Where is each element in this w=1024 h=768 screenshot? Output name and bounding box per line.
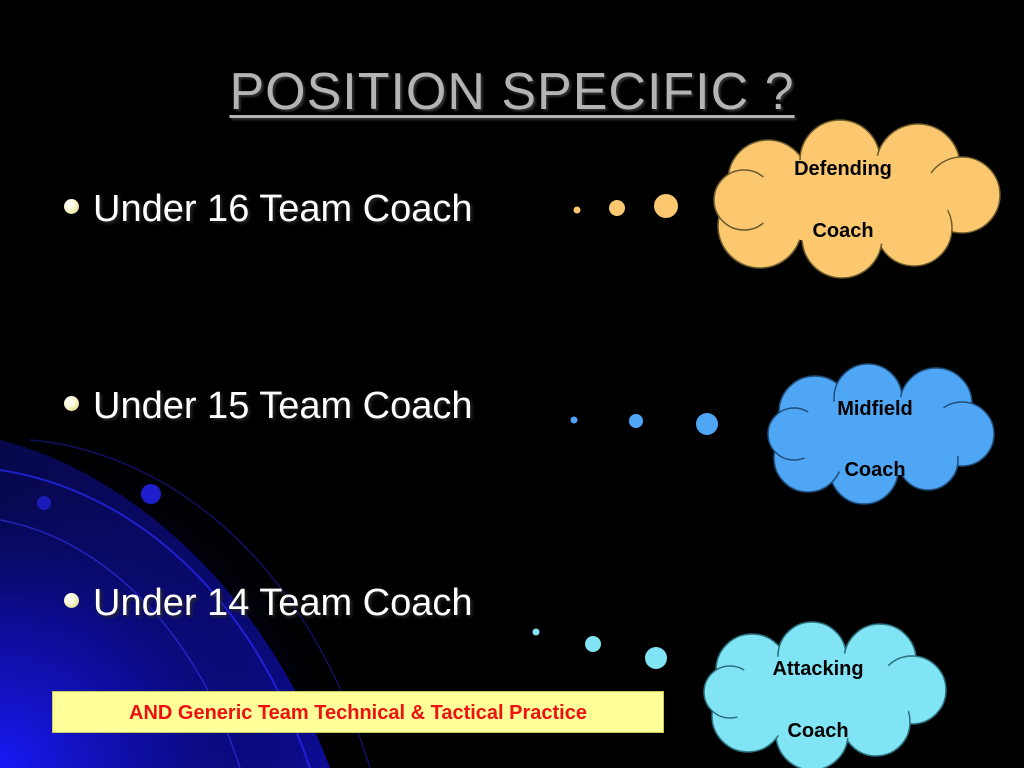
trail-dot-bot-2 (585, 636, 601, 652)
bullet-text: Under 15 Team Coach (93, 385, 473, 427)
cloud-defending-line2: Coach (812, 220, 874, 242)
cloud-midfield-line1: Midfield (837, 398, 913, 420)
bullet-under-16: Under 16 Team Coach (64, 188, 473, 231)
cloud-midfield (767, 363, 995, 505)
trail-dot-mid-3 (696, 413, 718, 435)
cloud-defending (713, 119, 1001, 279)
trail-dot-top-1 (573, 206, 581, 214)
cloud-midfield-line2: Coach (844, 459, 906, 481)
footer-note: AND Generic Team Technical & Tactical Pr… (52, 691, 664, 733)
bg-bubble-small (37, 496, 51, 510)
bullet-text: Under 16 Team Coach (93, 188, 473, 230)
bullet-under-15: Under 15 Team Coach (64, 385, 473, 428)
bullet-dot-icon (64, 199, 79, 214)
trail-dot-top-2 (609, 200, 625, 216)
trail-dot-bot-1 (532, 628, 540, 636)
bullet-text: Under 14 Team Coach (93, 582, 473, 624)
bullet-dot-icon (64, 593, 79, 608)
cloud-attacking-line1: Attacking (772, 658, 864, 680)
cloud-attacking-line2: Coach (787, 720, 849, 742)
cloud-defending-line1: Defending (794, 158, 892, 180)
cloud-attacking (703, 621, 947, 768)
swoosh-line-3 (29, 439, 371, 768)
trail-dot-top-3 (654, 194, 678, 218)
slide-title: POSITION SPECIFIC ? (229, 63, 795, 121)
trail-dot-mid-2 (629, 414, 643, 428)
bg-bubble-large (141, 484, 161, 504)
trail-dot-bot-3 (645, 647, 667, 669)
trail-dot-mid-1 (570, 416, 578, 424)
bullet-under-14: Under 14 Team Coach (64, 582, 473, 625)
bullet-dot-icon (64, 396, 79, 411)
